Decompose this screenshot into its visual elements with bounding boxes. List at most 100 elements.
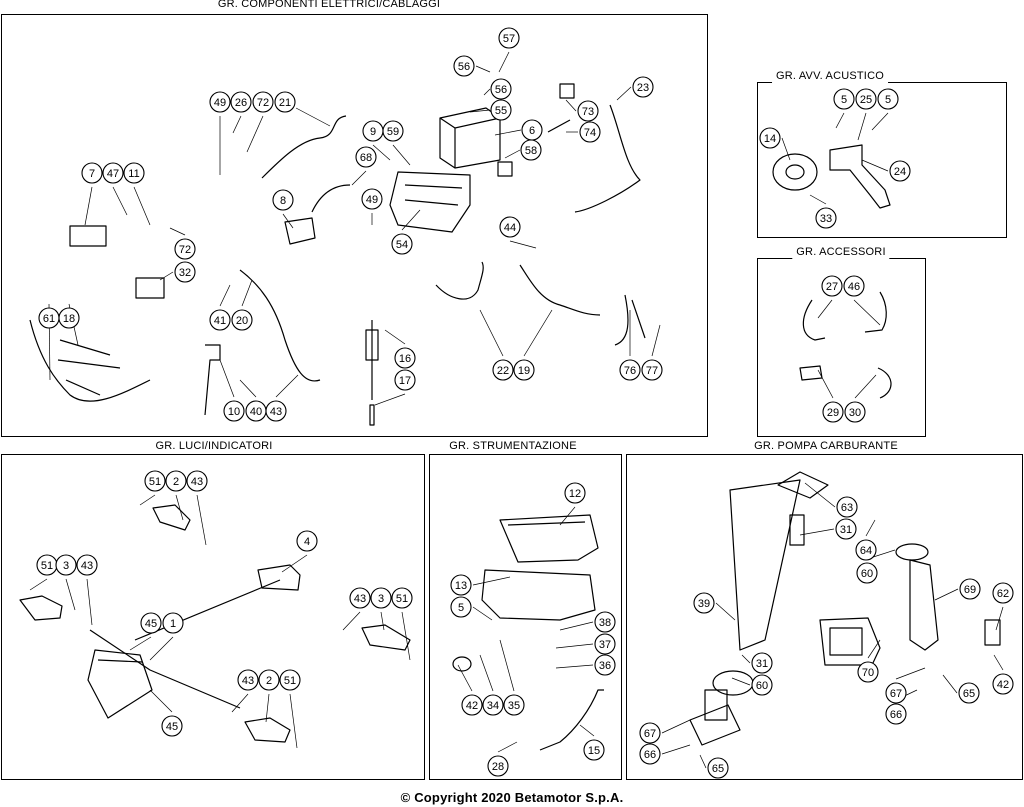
callout-number: 32 bbox=[179, 267, 191, 279]
callout-number: 43 bbox=[242, 675, 254, 687]
callout-circle bbox=[707, 757, 729, 779]
leader-line bbox=[231, 693, 249, 713]
callout-circle bbox=[833, 88, 855, 110]
pump-body-39 bbox=[729, 479, 801, 651]
callout-number: 6 bbox=[529, 125, 535, 137]
callout-bubble: 67 bbox=[639, 722, 661, 744]
callout-bubble: 62 bbox=[992, 582, 1014, 604]
callout-bubble: 8 bbox=[272, 189, 294, 211]
callout-bubble: 61 bbox=[38, 307, 60, 329]
callout-circle bbox=[499, 216, 521, 238]
callout-circle bbox=[231, 309, 253, 331]
leader-line bbox=[835, 112, 845, 129]
clip-29 bbox=[799, 365, 823, 381]
leader-line bbox=[555, 643, 594, 649]
leader-line bbox=[857, 112, 867, 141]
callout-circle bbox=[265, 400, 287, 422]
callout-bubble: 13 bbox=[450, 574, 472, 596]
callout-bubble: 41 bbox=[209, 309, 231, 331]
callout-bubble: 72 bbox=[252, 91, 274, 113]
callout-circle bbox=[349, 587, 371, 609]
callout-bubble: 40 bbox=[245, 400, 267, 422]
callout-bubble: 51 bbox=[36, 554, 58, 576]
callout-circle bbox=[835, 518, 857, 540]
leader-line bbox=[472, 606, 493, 621]
ecu-module-70 bbox=[819, 617, 881, 666]
dash-bracket-13 bbox=[481, 569, 596, 621]
callout-number: 67 bbox=[644, 728, 656, 740]
callout-bubble: 77 bbox=[641, 359, 663, 381]
callout-number: 3 bbox=[63, 560, 69, 572]
gasket-60 bbox=[712, 670, 754, 696]
callout-bubble: 56 bbox=[490, 78, 512, 100]
indicator-front-left bbox=[19, 595, 63, 621]
leader-line bbox=[853, 299, 881, 326]
leader-line bbox=[993, 654, 1004, 671]
callout-bubble: 38 bbox=[594, 611, 616, 633]
leader-line bbox=[149, 689, 173, 713]
callout-number: 28 bbox=[492, 761, 504, 773]
callout-bubble: 28 bbox=[487, 755, 509, 777]
callout-number: 69 bbox=[964, 584, 976, 596]
callout-circle bbox=[564, 482, 586, 504]
callout-number: 70 bbox=[862, 667, 874, 679]
callout-bubble: 66 bbox=[639, 743, 661, 765]
headlight bbox=[87, 649, 153, 719]
leader-line bbox=[715, 602, 736, 621]
callout-circle bbox=[361, 188, 383, 210]
callout-number: 4 bbox=[304, 536, 310, 548]
plate-bracket-4 bbox=[257, 564, 301, 591]
battery bbox=[439, 107, 501, 169]
callout-bubble: 57 bbox=[498, 27, 520, 49]
callout-bubble: 45 bbox=[140, 612, 162, 634]
callout-circle bbox=[223, 400, 245, 422]
callout-circle bbox=[513, 359, 535, 381]
callout-circle bbox=[144, 470, 166, 492]
leader-line bbox=[232, 115, 242, 134]
leader-line bbox=[861, 159, 889, 172]
callout-circle bbox=[843, 275, 865, 297]
cable-76 bbox=[614, 294, 646, 346]
leader-line bbox=[392, 144, 411, 166]
callout-circle bbox=[577, 100, 599, 122]
callout-circle bbox=[296, 530, 318, 552]
switch-32 bbox=[135, 277, 165, 299]
callout-circle bbox=[815, 207, 837, 229]
callout-circle bbox=[161, 715, 183, 737]
callout-circle bbox=[237, 669, 259, 691]
callout-number: 20 bbox=[236, 315, 248, 327]
callout-circle bbox=[274, 91, 296, 113]
group-title-instruments: GR. STRUMENTAZIONE bbox=[445, 439, 581, 453]
callout-circle bbox=[503, 694, 525, 716]
clip-62 bbox=[984, 619, 1001, 646]
panel-lights bbox=[1, 454, 425, 780]
callout-bubble: 26 bbox=[230, 91, 252, 113]
callout-circle bbox=[641, 359, 663, 381]
callout-bubble: 12 bbox=[564, 482, 586, 504]
callout-number: 43 bbox=[191, 476, 203, 488]
callout-bubble: 18 bbox=[58, 307, 80, 329]
leader-line bbox=[934, 588, 959, 601]
callout-bubble: 17 bbox=[394, 369, 416, 391]
callout-number: 45 bbox=[166, 721, 178, 733]
callout-circle bbox=[759, 127, 781, 149]
leader-line bbox=[372, 144, 391, 161]
callout-number: 66 bbox=[644, 749, 656, 761]
callout-number: 18 bbox=[63, 313, 75, 325]
callout-circle bbox=[579, 121, 601, 143]
leader-line bbox=[149, 636, 174, 661]
callout-circle bbox=[258, 669, 280, 691]
leader-line bbox=[265, 693, 270, 723]
callout-bubble: 51 bbox=[391, 587, 413, 609]
leader-line bbox=[498, 51, 510, 73]
callout-number: 13 bbox=[455, 580, 467, 592]
callout-circle bbox=[583, 739, 605, 761]
callout-bubble: 3 bbox=[370, 587, 392, 609]
callout-bubble: 16 bbox=[394, 347, 416, 369]
callout-circle bbox=[355, 146, 377, 168]
callout-circle bbox=[639, 743, 661, 765]
leader-line bbox=[579, 724, 595, 737]
leader-line bbox=[499, 639, 515, 692]
indicator-rear-left bbox=[152, 504, 191, 531]
